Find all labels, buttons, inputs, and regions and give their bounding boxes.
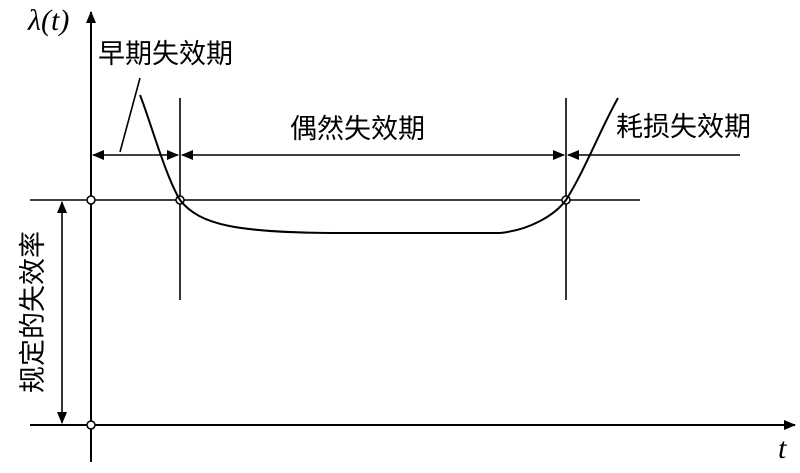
- wearout-failure-label: 耗损失效期: [616, 112, 751, 143]
- early-failure-label: 早期失效期: [98, 39, 233, 70]
- early-label-leader: [119, 77, 141, 153]
- failure-rate-curve: [139, 94, 619, 234]
- random-failure-label: 偶然失效期: [290, 114, 425, 145]
- intersection-marker: [86, 195, 96, 205]
- x-axis-label: t: [778, 432, 787, 465]
- specified-rate-label: 规定的失效率: [18, 231, 49, 393]
- intersection-marker: [86, 420, 96, 430]
- y-axis-label: λ(t): [27, 4, 69, 37]
